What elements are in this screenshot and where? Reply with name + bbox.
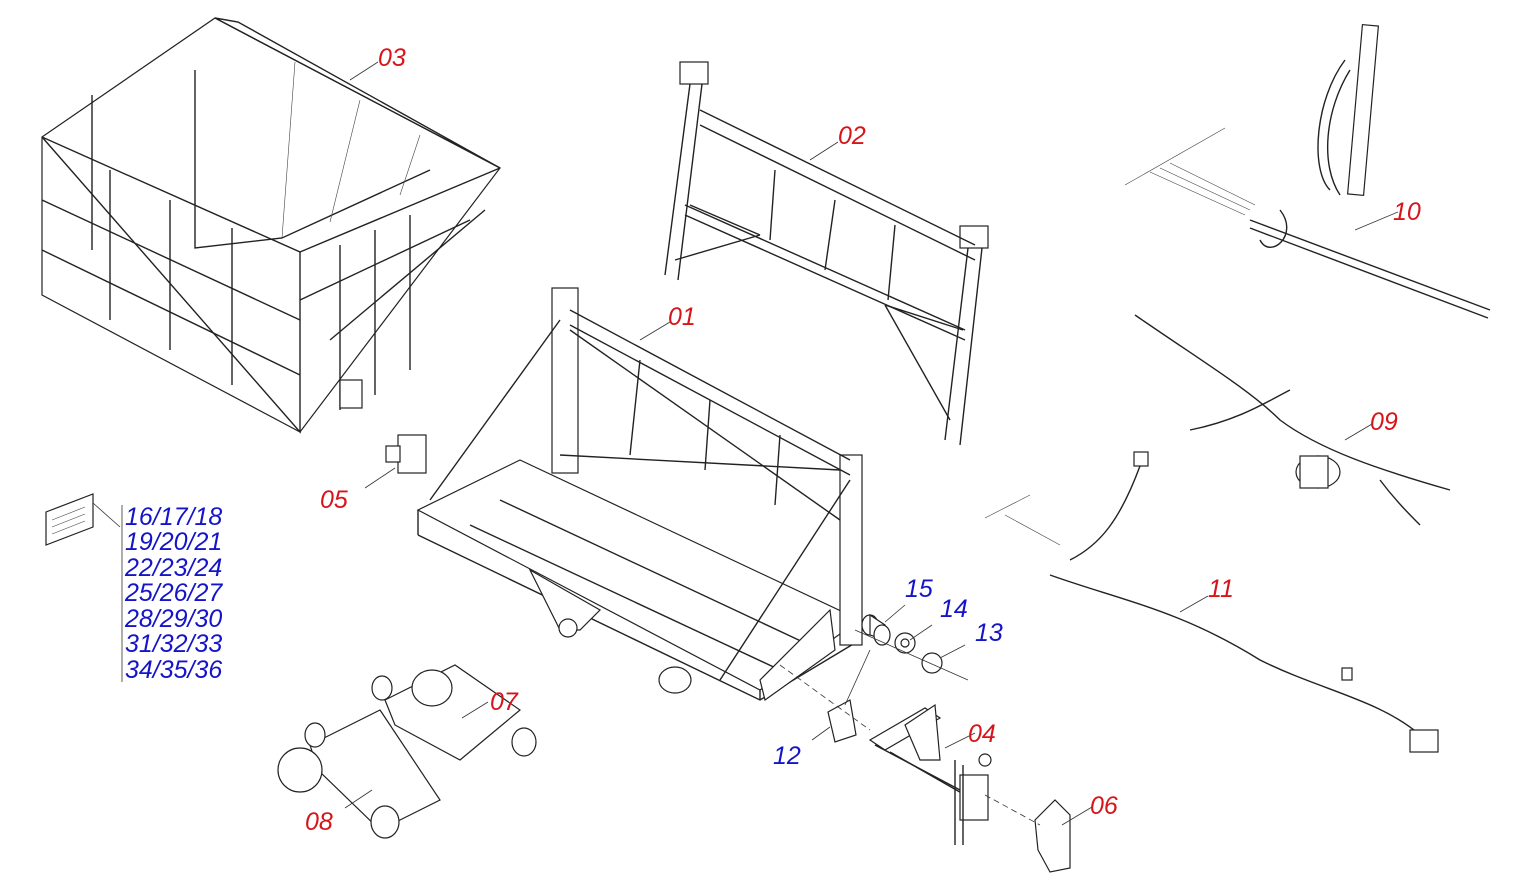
label-group-item: 19/20/21 <box>125 528 222 556</box>
part-03-cage-bin <box>41 17 501 434</box>
label-group-item: 22/23/24 <box>124 554 222 582</box>
label-group-item: 31/32/33 <box>125 630 222 658</box>
callout-12: 12 <box>773 742 801 770</box>
part-06-plate <box>1034 799 1093 873</box>
part-09-harness-motor <box>1134 314 1451 526</box>
label-group-item: 25/26/27 <box>124 579 223 607</box>
part-11-wiring <box>984 451 1439 753</box>
label-group-item: 28/29/30 <box>124 605 222 633</box>
label-group-item: 34/35/36 <box>125 656 222 684</box>
callout-02: 02 <box>838 122 866 150</box>
callout-09: 09 <box>1370 408 1398 436</box>
callout-08: 08 <box>305 808 333 836</box>
part-10-hydraulic-cylinder <box>1124 23 1491 319</box>
callout-06: 06 <box>1090 792 1118 820</box>
hardware-15-14-13 <box>854 604 969 681</box>
callout-15: 15 <box>905 575 933 603</box>
part-07-axle <box>371 664 537 761</box>
callout-04: 04 <box>968 720 996 748</box>
label-group-item: 16/17/18 <box>125 503 222 531</box>
part-02-frame <box>664 61 989 446</box>
mounting-line <box>779 664 871 731</box>
mounting-line <box>984 794 1041 826</box>
callout-07: 07 <box>490 688 519 716</box>
callout-13: 13 <box>975 619 1003 647</box>
callout-05: 05 <box>320 486 348 514</box>
callout-01: 01 <box>668 303 696 331</box>
part-01-main-chassis <box>416 287 863 702</box>
part-08-axle <box>277 709 441 839</box>
callout-10: 10 <box>1393 198 1421 226</box>
part-12-plate <box>811 649 871 743</box>
part-04-jack-stand <box>868 703 992 845</box>
part-05-bracket <box>364 434 427 489</box>
callout-14: 14 <box>940 595 968 623</box>
label-decal <box>45 493 123 682</box>
callout-11: 11 <box>1208 575 1234 603</box>
callout-03: 03 <box>378 44 406 72</box>
